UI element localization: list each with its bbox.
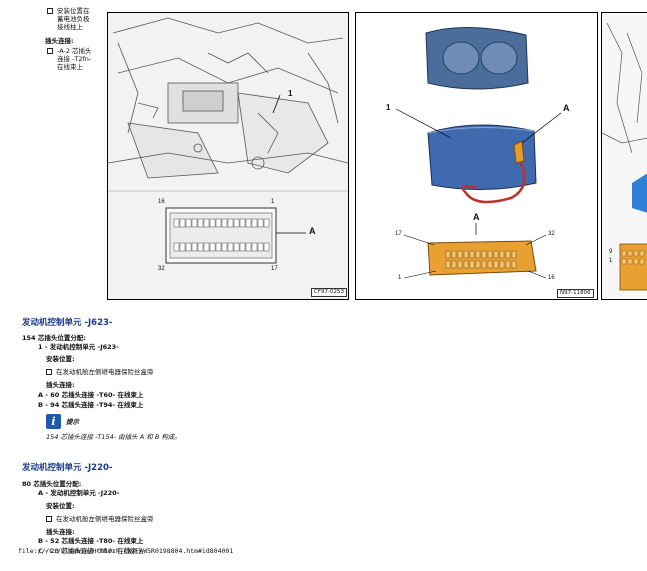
figure-engine-bay: 1 A 16 1 32 17 CF97-0253	[107, 12, 349, 300]
checkbox-bullet-icon	[46, 369, 52, 375]
checkbox-bullet-icon	[47, 8, 53, 14]
bullet-line: 蓄电池负极	[57, 15, 90, 23]
install-location-item: 在发动机舱左侧继电器保险丝盒旁	[46, 515, 154, 523]
section-title-j623: 发动机控制单元 -J623-	[22, 318, 113, 328]
callout-label-a-connector: A	[473, 212, 480, 222]
connector-c-overlapped: C - 28 芯插头连接 -T80- 在线束上	[38, 547, 144, 555]
connector-line: 在线束上	[57, 63, 83, 71]
connector-line: -A-2 芯插头	[57, 47, 92, 55]
engine-bay-illustration	[108, 13, 348, 299]
item-a: A - 发动机控制单元 -J220-	[38, 489, 120, 497]
pin-label-16: 16	[158, 199, 165, 205]
install-location-label: 安装位置:	[46, 502, 75, 510]
pin-label-17: 17	[395, 231, 402, 237]
connector-b: B - 52 芯插头连接 -T80- 在线束上	[38, 537, 144, 545]
pin-label-1: 1	[609, 258, 613, 264]
pin-label-1: 1	[271, 199, 275, 205]
connector-label: 插头连接:	[46, 528, 75, 536]
pin-label-16: 16	[548, 275, 555, 281]
figure-caption: N97-11806	[557, 289, 594, 298]
figure-partial: 9 1	[601, 12, 647, 300]
note-text: 154 芯插头连接 -T154- 由插头 A 和 B 构成。	[46, 433, 181, 441]
pin-label-17: 17	[271, 266, 278, 272]
bullet-line: 安装位置在	[57, 7, 90, 15]
item-1: 1 - 发动机控制单元 -J623-	[38, 343, 119, 351]
instrument-cluster-illustration	[395, 26, 562, 279]
callout-label-a: A	[309, 226, 316, 236]
partial-illustration	[602, 22, 647, 291]
pin-assignment-heading: 154 芯插头位置分配:	[22, 334, 86, 342]
footer-file-path: file:///C:/ElsaWin/Html/zh-CN/FAW5R01988…	[18, 547, 234, 555]
pin-label-1: 1	[398, 275, 402, 281]
pin-label-32: 32	[158, 266, 165, 272]
pin-label-9: 9	[609, 249, 613, 255]
note-title: 提示	[66, 418, 79, 426]
install-location-item: 在发动机舱左侧继电器保险丝盒旁	[46, 368, 154, 376]
info-icon: i	[46, 414, 61, 429]
connector-b: B - 94 芯插头连接 -T94- 在线束上	[38, 401, 144, 409]
checkbox-bullet-icon	[46, 516, 52, 522]
checkbox-bullet-icon	[47, 48, 53, 54]
figure-caption: CF97-0253	[311, 288, 347, 297]
callout-label-1: 1	[386, 103, 391, 112]
bullet-item: 安装位置在 蓄电池负极 接线柱上	[47, 7, 103, 31]
figure-instrument-cluster: 1 A A 17 32 1 16 N97-11806	[355, 12, 598, 300]
bullet-line: 接线柱上	[57, 23, 83, 31]
pin-label-32: 32	[548, 231, 555, 237]
install-location-label: 安装位置:	[46, 355, 75, 363]
top-left-text: 安装位置在 蓄电池负极 接线柱上 插头连接: -A-2 芯插头 连接 -T2fn…	[45, 7, 103, 71]
connector-label: 插头连接:	[46, 381, 75, 389]
callout-label-1: 1	[288, 89, 293, 98]
connector-a: A - 60 芯插头连接 -T60- 在线束上	[38, 391, 144, 399]
pin-assignment-heading: 80 芯插头位置分配:	[22, 480, 82, 488]
section-title-j220: 发动机控制单元 -J220-	[22, 463, 113, 473]
connector-heading: 插头连接:	[45, 37, 74, 45]
bullet-item: -A-2 芯插头 连接 -T2fn- 在线束上	[47, 47, 103, 71]
callout-label-a: A	[563, 103, 570, 113]
install-location-text: 在发动机舱左侧继电器保险丝盒旁	[56, 515, 154, 523]
install-location-text: 在发动机舱左侧继电器保险丝盒旁	[56, 368, 154, 376]
connector-line: 连接 -T2fn-	[57, 55, 92, 63]
